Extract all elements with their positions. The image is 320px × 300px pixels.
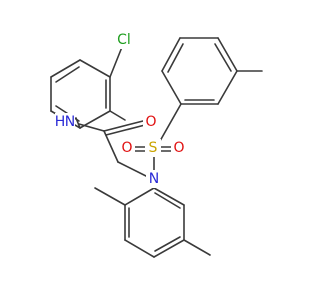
amide-n-label: N <box>65 114 75 130</box>
bond-16 <box>117 161 149 178</box>
amide-nh-label-bg <box>55 113 75 131</box>
bond-30 <box>167 43 184 73</box>
bond-26 <box>217 37 238 72</box>
bond-38 <box>153 187 185 206</box>
chlorine-label: Cl <box>117 32 131 48</box>
bond-10 <box>109 110 126 121</box>
bond-33 <box>124 187 155 206</box>
bond-layer <box>50 37 263 258</box>
molecule-structure: Cl H N O N S O O <box>50 31 263 258</box>
sulfonyl-o-right-label: O <box>173 140 184 156</box>
bond-36 <box>153 239 185 258</box>
sulfonamide-n-label: N <box>149 171 159 187</box>
bond-1 <box>79 59 111 78</box>
sulfonyl-o-right-label-bg <box>171 139 187 157</box>
bond-24 <box>161 37 181 72</box>
atom-label-layer: Cl H N O N S O O <box>55 31 187 188</box>
bond-12 <box>78 123 105 132</box>
carbonyl-o-label-bg <box>143 113 159 131</box>
sulfur-label: S <box>149 140 158 156</box>
bond-35 <box>124 239 155 258</box>
bond-9 <box>109 46 123 78</box>
bond-43 <box>183 239 211 256</box>
sulfonyl-o-left-label-bg <box>119 139 135 157</box>
bond-14 <box>105 124 146 136</box>
bond-11 <box>75 117 81 129</box>
sulfur-label-bg <box>145 139 161 157</box>
bond-13 <box>103 120 144 132</box>
carbonyl-o-label: O <box>145 114 156 130</box>
amide-h-label: H <box>55 114 66 130</box>
chlorine-label-bg <box>114 31 134 49</box>
bond-15 <box>103 130 119 163</box>
bond-31 <box>214 43 232 72</box>
bond-27 <box>217 70 238 105</box>
sulfonamide-n-label-bg <box>146 170 162 188</box>
molecule-canvas: Cl H N O N S O O <box>50 31 263 258</box>
bond-6 <box>55 66 80 83</box>
bond-41 <box>154 192 181 209</box>
bond-42 <box>94 187 126 206</box>
bond-0 <box>50 59 81 78</box>
bond-22 <box>159 103 182 142</box>
bond-23 <box>161 70 182 105</box>
sulfonyl-o-left-label: O <box>121 140 132 156</box>
bond-40 <box>154 236 181 252</box>
